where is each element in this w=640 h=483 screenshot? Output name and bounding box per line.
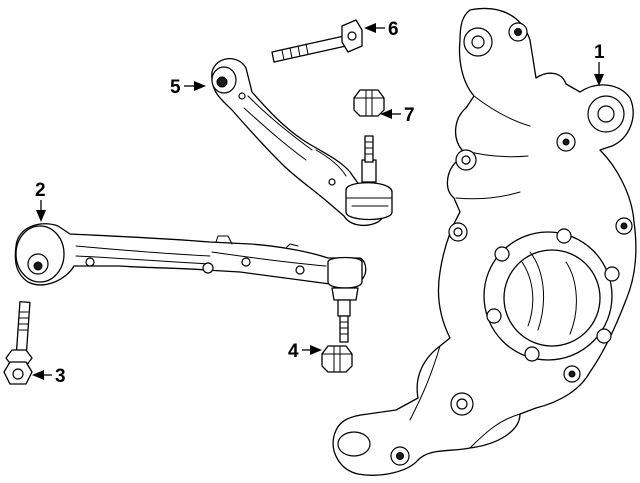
callout-5: 5 <box>170 77 206 98</box>
callout-label-7: 7 <box>404 105 415 126</box>
arrow-icon-7 <box>380 109 392 119</box>
arrow-icon-2 <box>36 210 46 222</box>
callout-label-1: 1 <box>594 42 605 63</box>
callout-label-6: 6 <box>388 19 399 40</box>
callout-label-5: 5 <box>170 77 181 98</box>
arrow-icon-6 <box>364 23 376 33</box>
steering-knuckle[interactable] <box>332 7 637 476</box>
upper-control-arm[interactable] <box>211 58 393 227</box>
callout-label-4: 4 <box>288 341 299 362</box>
callout-7: 7 <box>380 105 415 126</box>
arrow-icon-1 <box>594 74 604 86</box>
nut-upper[interactable] <box>353 89 385 117</box>
callout-2: 2 <box>35 180 46 222</box>
arrow-icon-4 <box>310 345 322 355</box>
callout-label-2: 2 <box>35 180 46 201</box>
callout-6: 6 <box>364 19 399 40</box>
bolt-lower[interactable] <box>3 301 33 385</box>
callout-3: 3 <box>32 366 66 387</box>
arrow-icon-3 <box>32 370 44 380</box>
callout-label-3: 3 <box>55 366 66 387</box>
callout-4: 4 <box>288 341 322 362</box>
lower-control-arm[interactable] <box>14 223 367 343</box>
arrow-icon-5 <box>194 81 206 91</box>
nut-lower[interactable] <box>321 345 353 373</box>
bolt-upper[interactable] <box>271 19 363 63</box>
callout-1: 1 <box>594 42 605 86</box>
